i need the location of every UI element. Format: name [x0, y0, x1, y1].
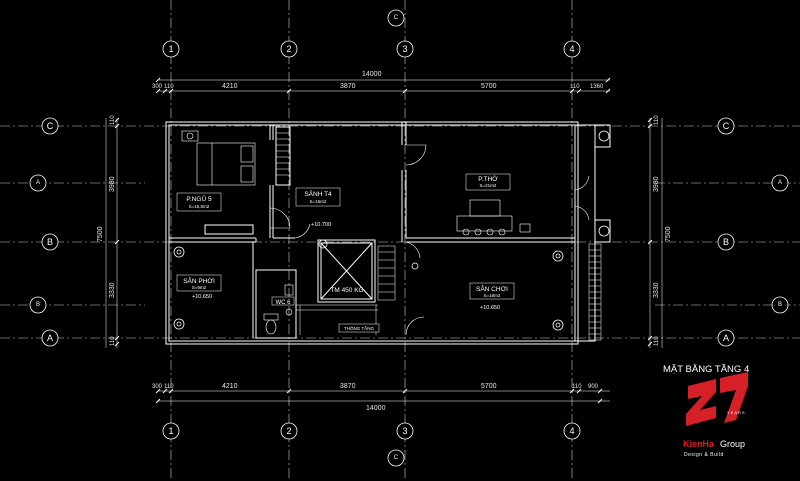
grid-col-3-bottom: 3 — [402, 426, 407, 436]
room-level-playground: +10.650 — [480, 305, 500, 311]
dim-left-3980: 3980 — [109, 176, 116, 192]
dim-bottom-4210: 4210 — [222, 383, 238, 390]
dim-bottom-110b: 110 — [572, 384, 582, 390]
section-mark-c-bottom: C — [394, 455, 399, 461]
dim-right-3330: 3330 — [653, 282, 660, 298]
dim-top-4210: 4210 — [222, 83, 238, 90]
dim-bottom-5700: 5700 — [481, 383, 497, 390]
grid-col-1-top: 1 — [168, 44, 173, 54]
room-name-playground: SÂN CHƠI — [476, 284, 508, 293]
drawing-title: MẶT BẰNG TẦNG 4 — [663, 364, 749, 375]
room-area-bedroom: S=15,5m2 — [189, 204, 210, 209]
room-name-void: THÔNG TẦNG — [344, 325, 374, 331]
section-mark-a-right: A — [778, 180, 782, 186]
grid-row-b-right: B — [723, 237, 729, 247]
grid-row-a-right: A — [723, 333, 729, 343]
dim-bottom-110a: 110 — [164, 384, 174, 390]
dim-right-110a: 110 — [654, 115, 660, 125]
dim-left-110b: 110 — [110, 336, 116, 346]
logo-years: YEARS — [727, 410, 746, 415]
logo-brand-b: Group — [720, 439, 745, 449]
dim-right-total: 7500 — [665, 226, 672, 242]
grid-row-b-left: B — [47, 237, 53, 247]
dim-left-3330: 3330 — [109, 282, 116, 298]
room-name-bedroom: P.NGỦ 5 — [186, 194, 212, 203]
dim-top-1360: 1360 — [590, 84, 604, 90]
doors — [269, 144, 590, 336]
dimension-texts: 300 110 4210 3870 5700 110 1360 14000 30… — [97, 71, 672, 412]
section-mark-c-top: C — [394, 15, 399, 21]
section-mark-b-left: B — [36, 302, 40, 308]
dim-right-3980: 3980 — [653, 176, 660, 192]
dim-top-total: 14000 — [362, 71, 382, 78]
room-name-drying: SÂN PHƠI — [183, 276, 215, 285]
room-area-worship: S=21m2 — [480, 183, 497, 188]
walls — [165, 121, 611, 345]
room-area-drying: S=9m2 — [192, 285, 207, 290]
dimension-ticks — [114, 77, 653, 404]
dimension-lines — [105, 79, 663, 402]
logo-tagline: Design & Build — [684, 452, 724, 458]
grid-col-4-top: 4 — [569, 44, 574, 54]
grid-bubble-labels: 1 2 3 4 1 2 3 4 C B A C B A — [47, 44, 730, 436]
dim-top-110b: 110 — [570, 84, 580, 90]
dim-left-110a: 110 — [110, 115, 116, 125]
altar-icon — [456, 199, 531, 236]
grid-col-2-bottom: 2 — [286, 426, 291, 436]
room-name-worship: P.THỜ — [478, 174, 498, 183]
grid-col-2-top: 2 — [286, 44, 291, 54]
room-area-playground: S=18m2 — [484, 293, 501, 298]
grid-row-c-left: C — [47, 121, 54, 131]
bed-icon — [181, 130, 256, 235]
room-name-wc: WC 6 — [276, 300, 292, 306]
grid-col-4-bottom: 4 — [569, 426, 574, 436]
dim-bottom-3870: 3870 — [340, 383, 356, 390]
room-label-boxes — [176, 173, 515, 333]
logo-brand-a: KienHa — [683, 439, 715, 449]
room-name-elevator: TM 450 KG — [330, 287, 363, 294]
dim-right-110b: 110 — [654, 336, 660, 346]
grid-row-a-left: A — [47, 333, 53, 343]
section-marker-icon: C C A B A B — [29, 9, 789, 467]
grid-col-3-top: 3 — [402, 44, 407, 54]
room-texts: P.NGỦ 5 S=15,5m2 SẢNH T4 S=15m2 +10.700 … — [183, 174, 508, 331]
balcony-railing — [588, 243, 602, 341]
lamp-icon — [173, 130, 610, 331]
dim-top-5700: 5700 — [481, 83, 497, 90]
grid-row-c-right: C — [723, 121, 730, 131]
dim-bottom-300: 300 — [152, 384, 163, 390]
room-name-hall: SẢNH T4 — [304, 189, 332, 198]
dim-top-300: 300 — [152, 84, 163, 90]
section-mark-a-left: A — [36, 180, 40, 186]
dim-bottom-900: 900 — [588, 384, 599, 390]
toilet-icon — [263, 284, 294, 335]
section-mark-b-right: B — [778, 302, 782, 308]
room-level-hall: +10.700 — [311, 222, 331, 228]
dim-top-3870: 3870 — [340, 83, 356, 90]
dim-bottom-total: 14000 — [366, 405, 386, 412]
room-level-drying: +10.650 — [192, 294, 212, 300]
room-area-hall: S=15m2 — [310, 199, 327, 204]
dim-left-total: 7500 — [97, 226, 104, 242]
grid-bubbles — [41, 40, 735, 440]
logo-icon: YEARS KienHa Group Design & Build — [683, 372, 748, 458]
dim-top-110a: 110 — [164, 84, 174, 90]
grid-col-1-bottom: 1 — [168, 426, 173, 436]
